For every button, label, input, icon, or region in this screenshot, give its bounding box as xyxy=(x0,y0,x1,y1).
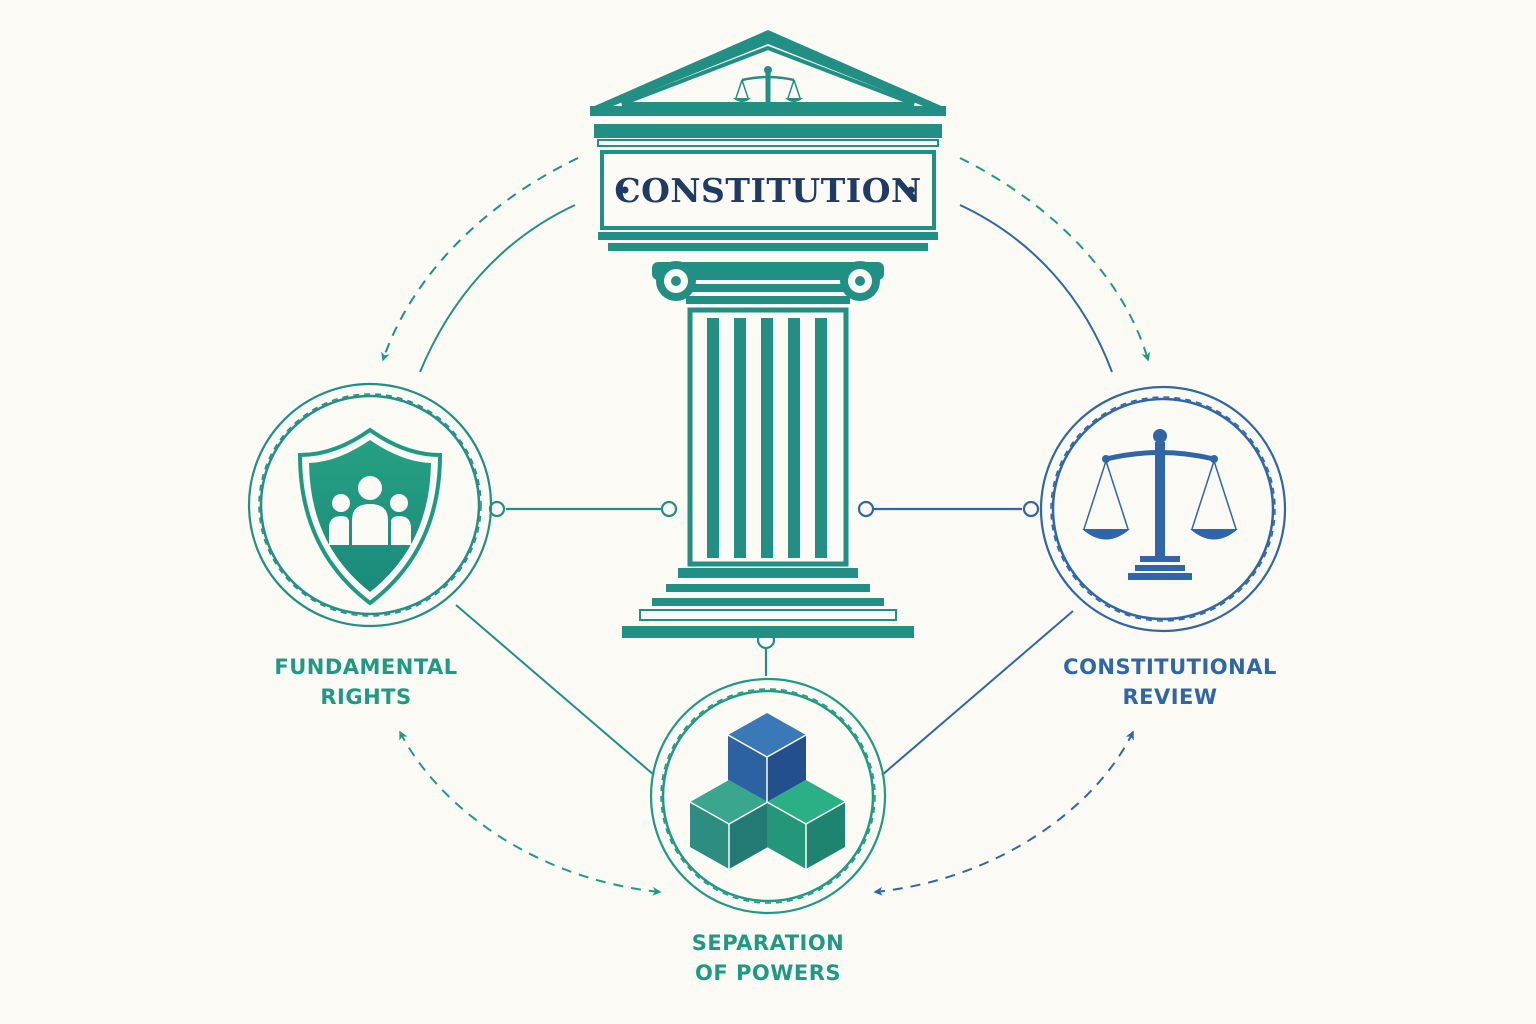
label-line: SEPARATION xyxy=(691,931,845,955)
node-ring-dashed xyxy=(258,393,482,617)
scales-of-justice-icon xyxy=(733,66,803,112)
constitutional-review-node xyxy=(1039,385,1287,633)
node-ring-outer xyxy=(649,677,887,915)
connector-arcs xyxy=(381,157,1151,896)
separation-of-powers-node xyxy=(649,677,887,915)
constitutional-review-label: CONSTITUTIONAL REVIEW xyxy=(1020,652,1320,712)
connector-lines xyxy=(488,500,1040,676)
label-line: RIGHTS xyxy=(320,685,412,709)
node-ring-dashed xyxy=(660,688,876,904)
label-line: OF POWERS xyxy=(694,961,842,985)
connector-dot xyxy=(488,500,506,518)
line-review-separation xyxy=(881,610,1074,776)
node-ring-inner xyxy=(259,394,481,616)
label-line: CONSTITUTIONAL xyxy=(1063,655,1277,679)
arrow-rights-separation xyxy=(399,730,662,896)
fundamental-rights-node xyxy=(247,382,493,628)
three-cubes-icon xyxy=(689,713,846,869)
connector-dot xyxy=(1022,500,1040,518)
constitution-temple xyxy=(590,30,946,638)
ornament-dot xyxy=(907,186,915,194)
separation-of-powers-label: SEPARATION OF POWERS xyxy=(618,928,918,988)
arc-constitution-review xyxy=(959,204,1113,373)
shield-people-icon xyxy=(297,427,443,606)
constitution-title-box xyxy=(600,150,936,230)
pediment-outer xyxy=(590,30,946,108)
arc-constitution-rights xyxy=(419,204,576,373)
cornice xyxy=(594,124,942,138)
ornament-dot xyxy=(621,186,629,194)
line-rights-separation xyxy=(455,604,655,776)
fundamental-rights-label: FUNDAMENTAL RIGHTS xyxy=(216,652,516,712)
arrow-review-separation xyxy=(873,730,1134,896)
constitution-title: CONSTITUTION xyxy=(614,171,921,210)
node-ring-dashed xyxy=(1050,396,1276,622)
node-ring-inner xyxy=(661,689,875,903)
connector-dot xyxy=(660,500,678,518)
arrow-constitution-rights xyxy=(381,157,579,362)
node-ring-outer xyxy=(1039,385,1287,633)
connector-dot xyxy=(857,500,875,518)
label-line: REVIEW xyxy=(1122,685,1218,709)
scales-of-justice-icon xyxy=(1082,429,1238,580)
node-ring-inner xyxy=(1051,397,1275,621)
node-ring-outer xyxy=(247,382,493,628)
label-line: FUNDAMENTAL xyxy=(274,655,458,679)
arrow-constitution-review xyxy=(959,157,1151,362)
column-shaft xyxy=(687,307,849,567)
